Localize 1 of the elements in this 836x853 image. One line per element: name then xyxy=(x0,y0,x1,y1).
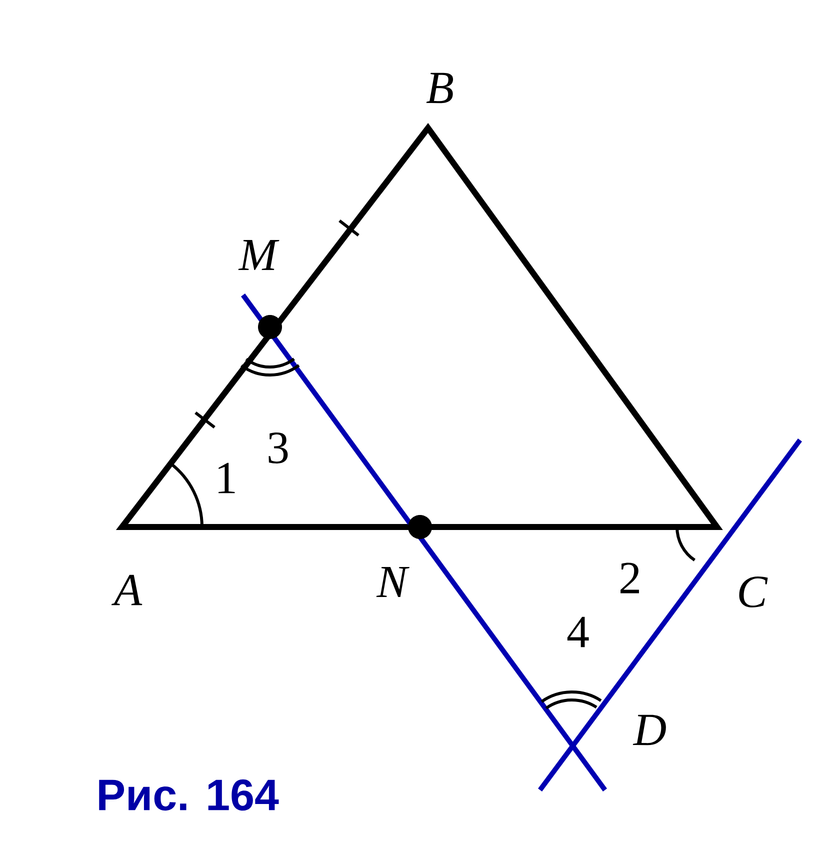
point-label: B xyxy=(426,72,454,104)
